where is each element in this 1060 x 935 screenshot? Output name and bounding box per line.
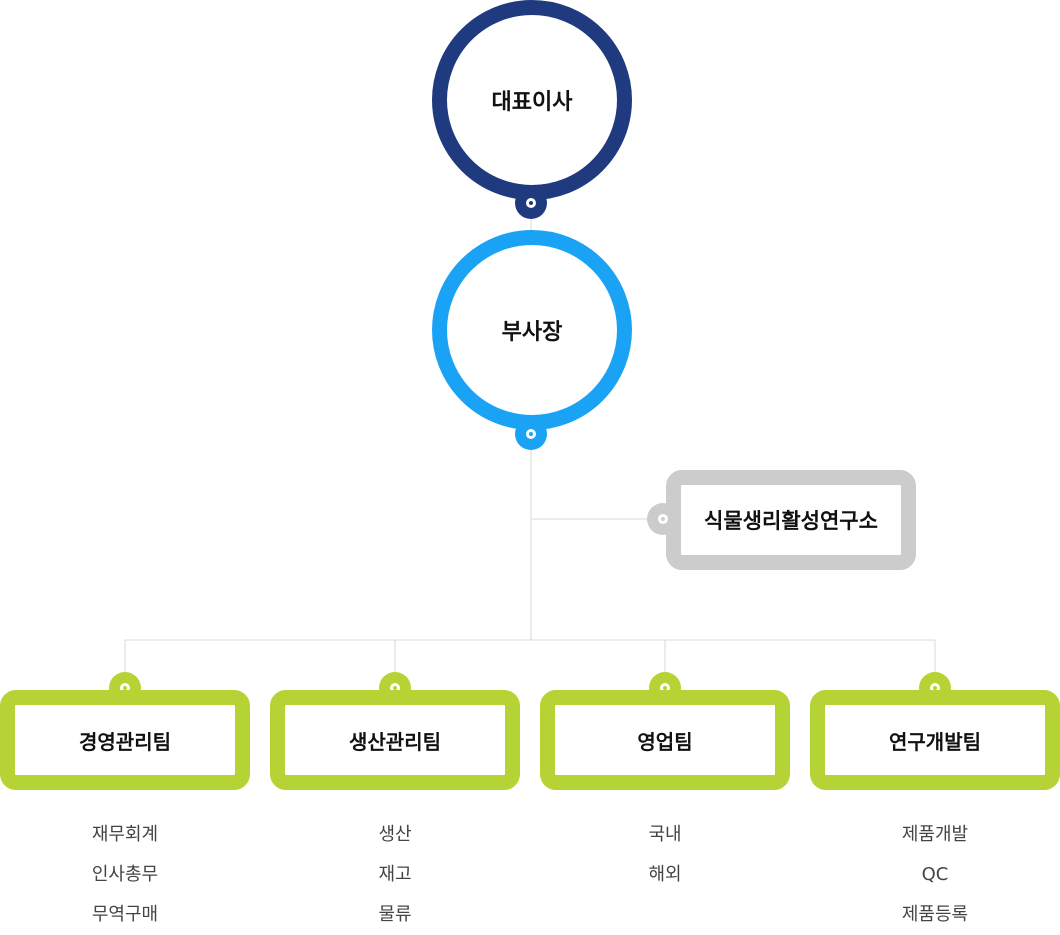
team-name: 경영관리팀: [79, 729, 171, 754]
ceo-label: 대표이사: [491, 90, 573, 115]
research-lab-label: 식물생리활성연구소: [704, 509, 878, 533]
team-management-duties: 재무회계 인사총무 무역구매: [0, 815, 250, 935]
vice-president-label: 부사장: [501, 320, 563, 345]
duty-item: 무역구매: [91, 904, 159, 925]
duty-item: 재고: [378, 864, 412, 885]
duty-item: QC: [921, 864, 949, 885]
duty-item: 재무회계: [91, 824, 159, 845]
research-lab-node: 식물생리활성연구소: [666, 470, 916, 570]
team-rnd-node: 연구개발팀: [810, 690, 1060, 790]
vice-president-node: 부사장: [432, 230, 632, 430]
duty-item: 국내: [648, 824, 682, 845]
team-name: 연구개발팀: [889, 729, 981, 754]
team-rnd-duties: 제품개발 QC 제품등록: [810, 815, 1060, 935]
team-production-duties: 생산 재고 물류: [270, 815, 520, 935]
duty-item: 해외: [648, 864, 682, 885]
team-sales-node: 영업팀: [540, 690, 790, 790]
team-sales-duties: 국내 해외: [540, 815, 790, 895]
duty-item: 인사총무: [91, 864, 159, 885]
team-production-node: 생산관리팀: [270, 690, 520, 790]
duty-item: 생산: [378, 824, 412, 845]
duty-item: 제품등록: [901, 904, 969, 925]
duty-item: 제품개발: [901, 824, 969, 845]
team-name: 생산관리팀: [349, 729, 441, 754]
team-management-node: 경영관리팀: [0, 690, 250, 790]
research-lab-connector-dot: [647, 503, 679, 535]
ceo-connector-dot: [515, 187, 547, 219]
vice-president-connector-dot: [515, 418, 547, 450]
team-name: 영업팀: [637, 729, 693, 754]
ceo-node: 대표이사: [432, 0, 632, 200]
duty-item: 물류: [378, 904, 412, 925]
